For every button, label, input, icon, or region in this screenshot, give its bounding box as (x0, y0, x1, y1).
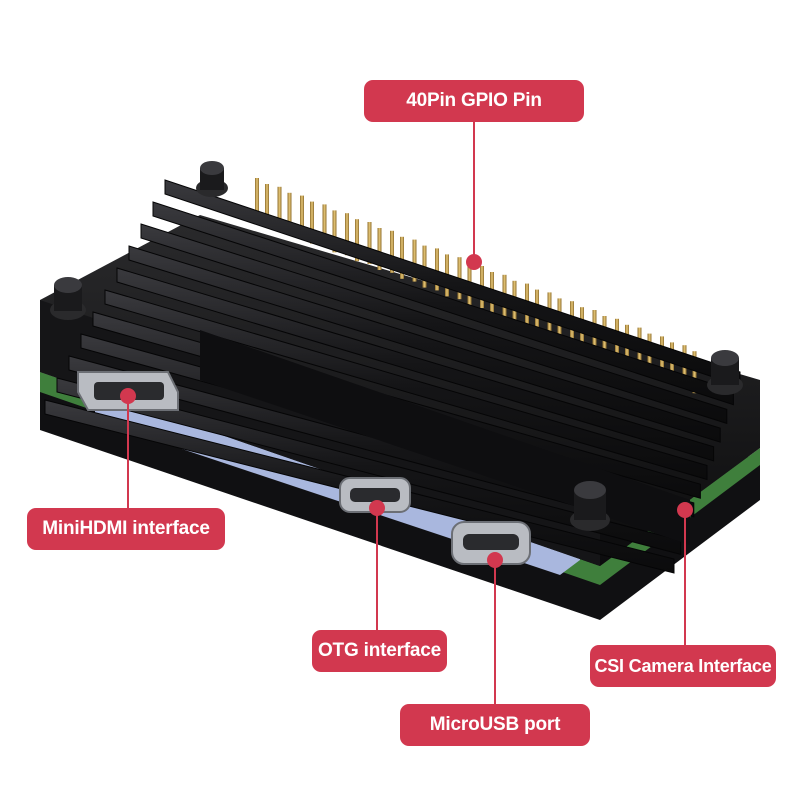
gpio-pin (332, 210, 337, 253)
heatsink-fin (152, 201, 734, 406)
gpio-pin (255, 178, 259, 220)
standoff-nut (570, 481, 610, 531)
heatsink (44, 179, 741, 574)
gpio-pin (435, 248, 439, 291)
leader-dot-csi (677, 502, 693, 518)
heatsink-fin (128, 245, 721, 443)
gpio-pin (345, 213, 349, 256)
leader-dot-otg (369, 500, 385, 516)
csi-camera-interface-label: CSI Camera Interface (590, 645, 776, 687)
gpio-pin (277, 186, 282, 229)
gpio-pin (412, 239, 417, 282)
standoff-nut (707, 350, 743, 395)
gpio-pin (692, 351, 697, 394)
heatsink-fin (116, 267, 715, 462)
otg-port (339, 477, 411, 513)
standoff-nut (196, 161, 228, 197)
leader-dot-gpio (466, 254, 482, 270)
gpio-pin (390, 230, 394, 273)
leader-lines (120, 122, 693, 704)
gpio-pin (300, 195, 304, 238)
gpio-pin (355, 219, 359, 262)
heatsink-fin (56, 377, 682, 555)
otg-interface-label: OTG interface (312, 630, 447, 672)
gpio-pin (287, 192, 292, 235)
minihdmi-interface-label: MiniHDMI interface (27, 508, 225, 550)
heatsink-fin (104, 289, 708, 481)
gpio-pin-label: 40Pin GPIO Pin (364, 80, 584, 122)
heatsink-fin (140, 223, 728, 425)
leader-dot-usb (487, 552, 503, 568)
standoffs (50, 161, 743, 531)
gpio-pin (400, 236, 404, 279)
gpio-pin (322, 204, 327, 247)
microusb-port (451, 521, 531, 565)
heatsink-base (200, 330, 690, 545)
gpio-pin (367, 222, 372, 264)
gpio-pin (377, 228, 382, 270)
microusb-port-label: MicroUSB port (400, 704, 590, 746)
standoff-nut (50, 277, 86, 320)
gpio-pin (310, 201, 314, 244)
gpio-pin (265, 184, 269, 226)
leader-dot-hdmi (120, 388, 136, 404)
